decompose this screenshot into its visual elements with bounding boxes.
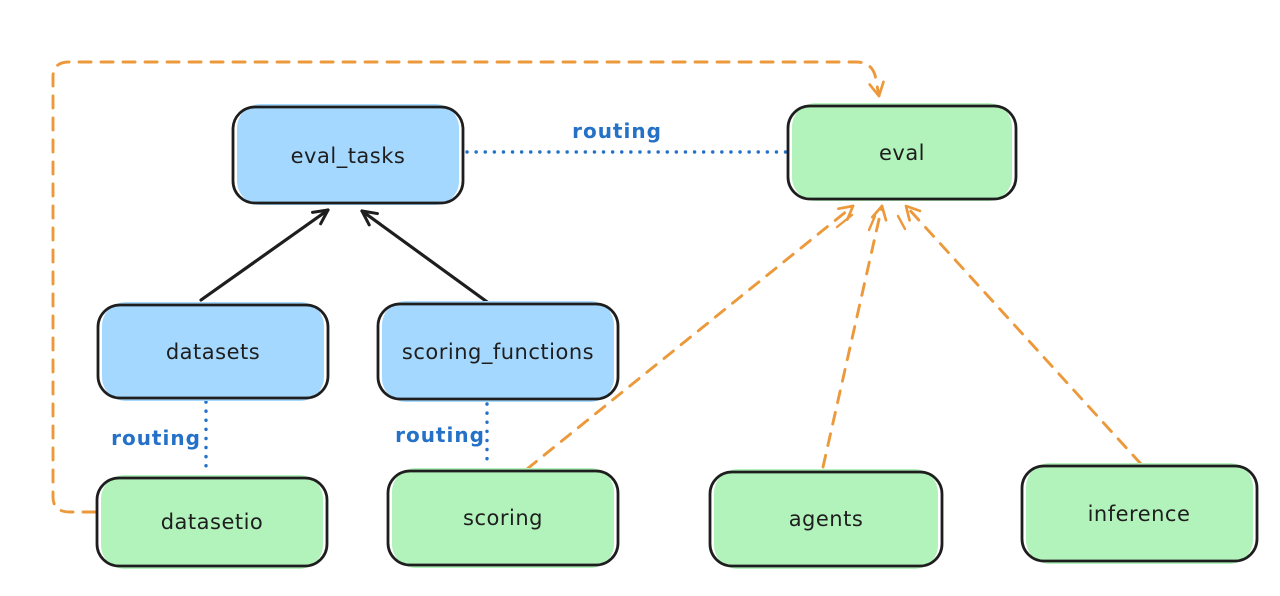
edge-label-routing-mid: routing	[395, 423, 485, 447]
node-datasets-label: datasets	[166, 340, 260, 364]
edge-scoring-functions-to-eval-tasks	[360, 209, 492, 306]
node-scoring-functions-label: scoring_functions	[402, 340, 594, 365]
edge-agents-to-eval	[821, 204, 888, 469]
node-datasetio: datasetio	[95, 475, 329, 569]
node-inference: inference	[1020, 463, 1259, 564]
node-agents: agents	[708, 469, 944, 569]
node-eval-label: eval	[879, 141, 925, 165]
node-eval-tasks-label: eval_tasks	[291, 144, 406, 169]
sketch-arrowhead-ticks	[835, 213, 907, 232]
edge-scoring-to-eval	[525, 204, 855, 471]
node-scoring: scoring	[386, 468, 620, 568]
edge-datasetio-to-eval	[51, 60, 885, 514]
node-scoring-label: scoring	[463, 506, 543, 530]
node-eval: eval	[786, 103, 1018, 201]
node-agents-label: agents	[789, 507, 864, 531]
node-inference-label: inference	[1088, 502, 1191, 526]
edge-datasets-to-eval-tasks	[199, 208, 330, 302]
node-scoring-functions: scoring_functions	[376, 301, 620, 402]
edge-inference-to-eval	[904, 204, 1143, 466]
node-datasetio-label: datasetio	[161, 510, 264, 534]
edge-label-routing-top: routing	[572, 119, 662, 143]
edge-label-routing-left: routing	[111, 426, 201, 450]
node-eval-tasks: eval_tasks	[231, 104, 465, 205]
node-datasets: datasets	[96, 302, 330, 401]
